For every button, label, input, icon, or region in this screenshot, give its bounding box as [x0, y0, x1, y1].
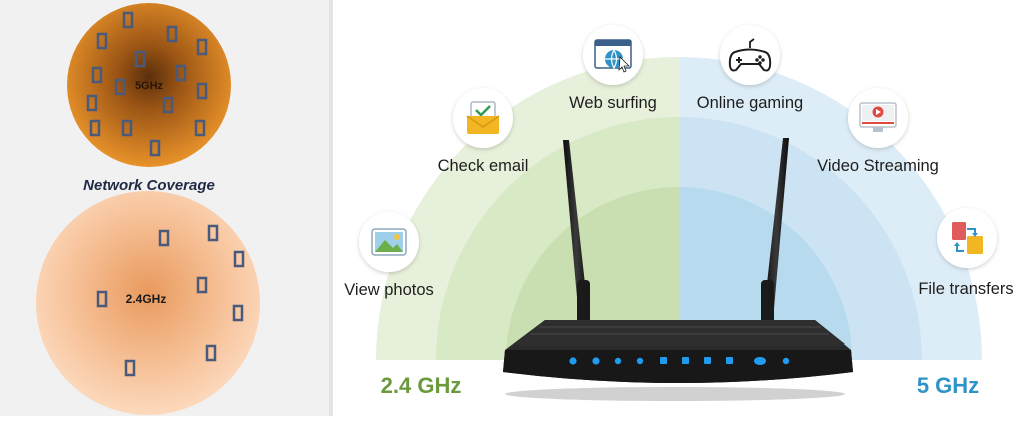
photo-icon [371, 228, 407, 256]
device-icon [205, 344, 217, 362]
wifi-led-icon [614, 357, 622, 365]
browser-icon [594, 39, 632, 73]
device-icon [196, 276, 208, 294]
router-led-strip [569, 357, 790, 365]
activity-online-gaming: Online gaming [697, 25, 803, 112]
activity-label: Web surfing [569, 94, 657, 112]
activity-label: View photos [344, 281, 434, 299]
email-icon [466, 101, 500, 134]
system-led-icon [592, 357, 600, 365]
device-icon [124, 359, 136, 377]
file-transfer-icon [952, 222, 983, 254]
activity-check-email: Check email [438, 88, 529, 175]
device-icon [196, 38, 208, 56]
lan-led-icon [726, 357, 733, 364]
device-icon [91, 66, 103, 84]
router-bands-panel: View photos Check email Web surfi [333, 0, 1024, 416]
device-icon [196, 82, 208, 100]
network-coverage-panel: 5GHz Network Coverage 2.4GHz [0, 0, 329, 416]
device-markers-24ghz [96, 224, 245, 377]
lan-led-icon [660, 357, 667, 364]
band-5ghz-label: 5 GHz [917, 373, 979, 398]
antenna-left [563, 140, 590, 324]
router-diagram: View photos Check email Web surfi [344, 25, 1014, 401]
coverage-title: Network Coverage [83, 177, 215, 194]
device-icon [162, 96, 174, 114]
device-icon [194, 119, 206, 137]
device-icon [207, 224, 219, 242]
band-24ghz-label: 2.4 GHz [381, 373, 462, 398]
lan-led-icon [704, 357, 711, 364]
power-led-icon [569, 357, 577, 365]
device-icon [96, 290, 108, 308]
coverage-circle-5ghz: 5GHz [67, 3, 231, 167]
router-shadow [505, 387, 845, 401]
device-icon [96, 32, 108, 50]
activity-label: Online gaming [697, 94, 803, 112]
activity-label: Video Streaming [817, 157, 939, 175]
device-icon [232, 304, 244, 322]
device-icon [121, 119, 133, 137]
device-markers-5ghz [86, 11, 208, 157]
device-icon [86, 94, 98, 112]
device-icon [166, 25, 178, 43]
circle-5ghz-label: 5GHz [135, 80, 164, 92]
activity-view-photos: View photos [344, 212, 434, 299]
wifi-led-icon [636, 357, 644, 365]
wps-led-icon [782, 357, 790, 365]
coverage-circle-24ghz: 2.4GHz [36, 191, 260, 415]
router [503, 138, 853, 401]
device-icon [89, 119, 101, 137]
device-icon [175, 64, 187, 82]
internet-led-icon [754, 357, 766, 365]
coverage-diagram: 5GHz Network Coverage 2.4GHz [36, 3, 260, 415]
activity-video-streaming: Video Streaming [817, 88, 939, 175]
activity-label: Check email [438, 157, 529, 175]
video-icon [859, 102, 897, 132]
activity-label: File transfers [918, 280, 1013, 298]
device-icon [122, 11, 134, 29]
panel-divider [329, 0, 333, 416]
lan-led-icon [682, 357, 689, 364]
device-icon [114, 78, 126, 96]
arc-24ghz-inner [506, 187, 679, 360]
device-icon [158, 229, 170, 247]
device-icon [233, 250, 245, 268]
activity-file-transfers: File transfers [918, 208, 1014, 298]
device-icon [134, 50, 146, 68]
device-icon [149, 139, 161, 157]
band-arcs [376, 57, 982, 360]
activity-web-surfing: Web surfing [569, 25, 657, 112]
gamepad-icon [728, 38, 772, 72]
antenna-right [761, 138, 789, 324]
arc-5ghz-inner [679, 187, 852, 360]
circle-24ghz-label: 2.4GHz [126, 292, 167, 306]
